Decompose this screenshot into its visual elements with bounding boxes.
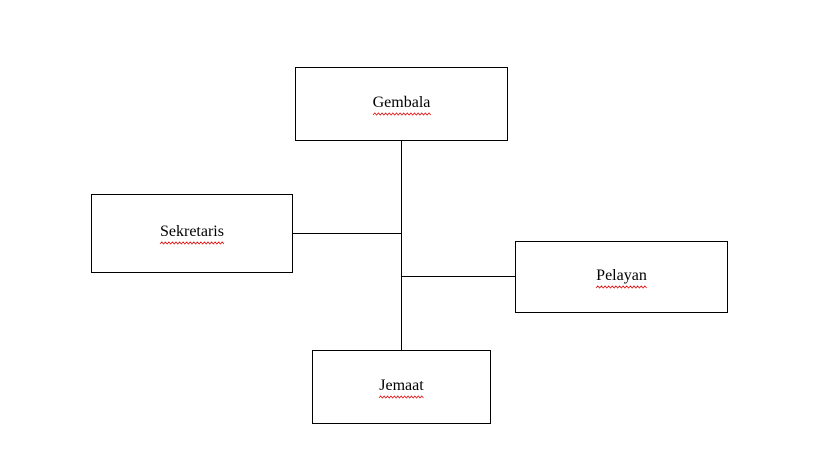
spellcheck-underline-icon xyxy=(372,111,431,116)
node-pelayan-text: Pelayan xyxy=(596,266,647,284)
node-pelayan[interactable]: Pelayan xyxy=(515,241,728,313)
spellcheck-underline-icon xyxy=(379,394,424,399)
node-jemaat-text: Jemaat xyxy=(379,376,424,394)
spellcheck-underline-icon xyxy=(159,241,225,245)
connector-to-sekretaris xyxy=(293,233,402,234)
connector-vertical-trunk xyxy=(401,141,402,350)
node-sekretaris-text: Sekretaris xyxy=(160,223,224,240)
node-sekretaris[interactable]: Sekretaris xyxy=(91,194,293,273)
node-sekretaris-label: Sekretaris xyxy=(159,223,225,245)
node-jemaat[interactable]: Jemaat xyxy=(312,350,491,424)
spellcheck-underline-icon xyxy=(595,284,648,289)
node-jemaat-label: Jemaat xyxy=(379,376,424,399)
node-gembala[interactable]: Gembala xyxy=(295,67,508,141)
node-pelayan-label: Pelayan xyxy=(595,266,648,289)
node-gembala-text: Gembala xyxy=(372,93,431,111)
node-gembala-label: Gembala xyxy=(372,93,431,116)
connector-to-pelayan xyxy=(401,276,515,277)
